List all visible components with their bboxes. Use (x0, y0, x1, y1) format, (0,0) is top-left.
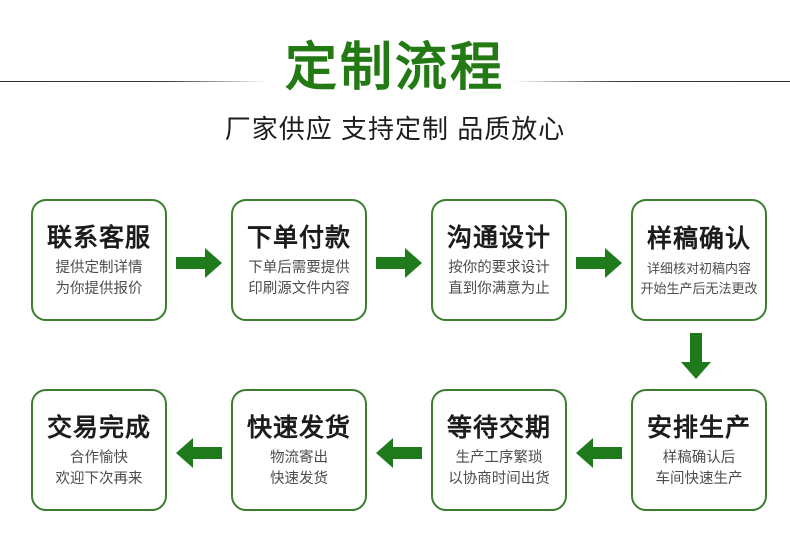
flow-step-6-desc-line-1: 生产工序繁琐 (455, 449, 543, 466)
arrow-shaft (376, 257, 406, 269)
arrow-head (576, 438, 593, 468)
flow-step-5-desc-line-1: 样稿确认后 (662, 449, 736, 466)
flow-step-7-title: 快速发货 (246, 413, 351, 442)
flow-arrow-left-icon-7 (176, 438, 222, 468)
flow-step-5[interactable]: 安排生产 样稿确认后 车间快速生产 (631, 389, 767, 511)
flow-step-7-desc-line-1: 物流寄出 (270, 449, 328, 466)
arrow-head (405, 248, 422, 278)
flow-step-7[interactable]: 快速发货 物流寄出 快速发货 (231, 389, 367, 511)
arrow-head (681, 362, 711, 379)
flow-step-7-description: 物流寄出 快速发货 (270, 448, 328, 490)
flow-step-3-description: 按你的要求设计 直到你满意为止 (448, 258, 550, 300)
flow-step-1-desc-line-1: 提供定制详情 (55, 259, 143, 276)
flow-step-7-desc-line-2: 快速发货 (270, 470, 328, 487)
flow-step-4-title: 样稿确认 (646, 224, 751, 253)
flow-step-2-title: 下单付款 (246, 223, 351, 252)
arrow-shaft (592, 447, 622, 459)
flow-step-8[interactable]: 交易完成 合作愉快 欢迎下次再来 (31, 389, 167, 511)
flow-step-3-desc-line-1: 按你的要求设计 (448, 259, 550, 276)
arrow-shaft (176, 257, 206, 269)
arrow-shaft (392, 447, 422, 459)
arrow-head (176, 438, 193, 468)
flow-step-4[interactable]: 样稿确认 详细核对初稿内容 开始生产后无法更改 (631, 199, 767, 321)
flow-step-8-title: 交易完成 (46, 413, 151, 442)
page-title: 定制流程 (284, 39, 505, 97)
flow-arrow-right-icon-3 (576, 248, 622, 278)
flow-step-2-desc-line-1: 下单后需要提供 (248, 259, 350, 276)
flow-arrow-right-icon-1 (176, 248, 222, 278)
arrow-head (205, 248, 222, 278)
flow-step-8-desc-line-1: 合作愉快 (70, 449, 128, 466)
flow-step-3[interactable]: 沟通设计 按你的要求设计 直到你满意为止 (431, 199, 567, 321)
flow-arrow-down-icon-4 (681, 333, 711, 379)
flow-step-5-title: 安排生产 (646, 413, 751, 442)
flow-step-2-desc-line-2: 印刷源文件内容 (248, 280, 350, 297)
arrow-head (605, 248, 622, 278)
page-header: 定制流程 厂家供应 支持定制 品质放心 (0, 0, 790, 175)
flow-step-5-desc-line-2: 车间快速生产 (655, 470, 743, 487)
arrow-shaft (576, 257, 606, 269)
arrow-shaft (690, 333, 702, 363)
flow-step-5-description: 样稿确认后 车间快速生产 (656, 448, 743, 490)
flow-step-3-desc-line-2: 直到你满意为止 (448, 280, 550, 297)
flow-step-2[interactable]: 下单付款 下单后需要提供 印刷源文件内容 (231, 199, 367, 321)
flow-arrow-right-icon-2 (376, 248, 422, 278)
flow-step-2-description: 下单后需要提供 印刷源文件内容 (248, 258, 350, 300)
flow-step-8-desc-line-2: 欢迎下次再来 (55, 470, 143, 487)
arrow-shaft (192, 447, 222, 459)
flow-step-6-description: 生产工序繁琐 以协商时间出货 (448, 448, 550, 490)
flow-step-1[interactable]: 联系客服 提供定制详情 为你提供报价 (31, 199, 167, 321)
flow-step-6-desc-line-2: 以协商时间出货 (448, 470, 550, 487)
page-subtitle: 厂家供应 支持定制 品质放心 (224, 114, 566, 144)
flow-step-6[interactable]: 等待交期 生产工序繁琐 以协商时间出货 (431, 389, 567, 511)
flow-step-4-desc-line-1: 详细核对初稿内容 (646, 260, 751, 276)
flow-step-3-title: 沟通设计 (446, 223, 551, 252)
flow-arrow-left-icon-6 (376, 438, 422, 468)
flow-step-8-description: 合作愉快 欢迎下次再来 (56, 448, 143, 490)
flow-step-4-desc-line-2: 开始生产后无法更改 (640, 280, 758, 296)
flow-step-1-description: 提供定制详情 为你提供报价 (56, 258, 143, 300)
flow-step-4-description: 详细核对初稿内容 开始生产后无法更改 (640, 259, 757, 299)
flow-arrow-left-icon-5 (576, 438, 622, 468)
flow-step-6-title: 等待交期 (446, 413, 551, 442)
flow-step-1-desc-line-2: 为你提供报价 (55, 280, 143, 297)
arrow-head (376, 438, 393, 468)
flow-step-1-title: 联系客服 (46, 223, 151, 252)
